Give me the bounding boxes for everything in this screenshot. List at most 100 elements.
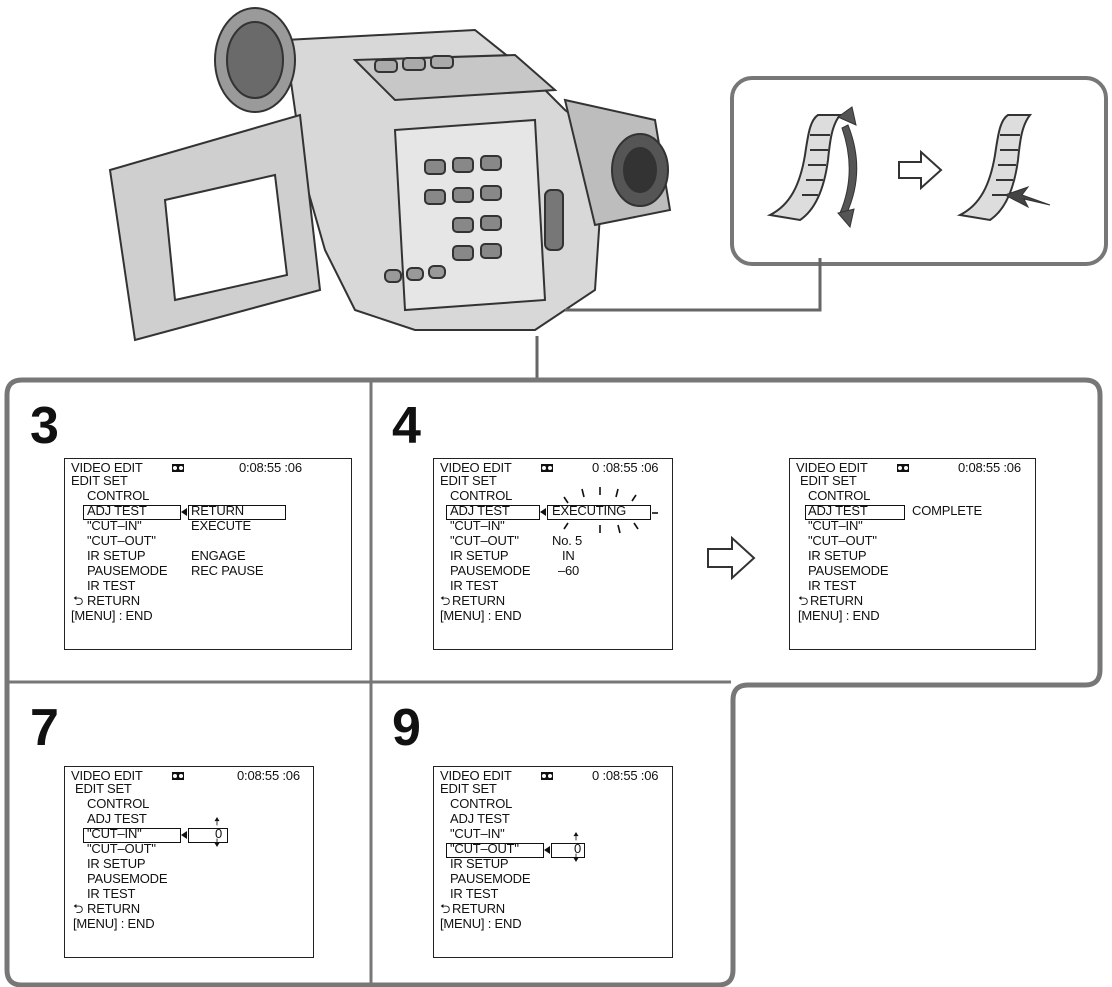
menu-selection (446, 505, 540, 520)
menu-selection (446, 843, 544, 858)
submenu-item: IN (562, 548, 575, 563)
menu-item: IR TEST (87, 578, 136, 593)
menu-item: "CUT–IN" (87, 518, 142, 533)
menu-item: PAUSEMODE (450, 563, 531, 578)
menu-item: "CUT–OUT" (808, 533, 877, 548)
menu-item: "CUT–OUT" (87, 841, 156, 856)
header-timecode: 0:08:55 :06 (239, 460, 302, 475)
header-timecode: 0:08:55 :06 (958, 460, 1021, 475)
menu-footer: [MENU] : END (798, 608, 880, 623)
submenu-item: EXECUTE (191, 518, 252, 533)
submenu-item: No. 5 (552, 533, 583, 548)
menu-item: RETURN (452, 593, 505, 608)
menu-item: EDIT SET (440, 781, 497, 796)
submenu-item: COMPLETE (912, 503, 982, 518)
pointer-icon (544, 846, 550, 854)
menu-screen-step9: VIDEO EDIT 0 :08:55 :06 EDIT SET CONTROL… (433, 766, 673, 958)
header-timecode: 0 :08:55 :06 (592, 460, 659, 475)
menu-item: IR SETUP (450, 856, 509, 871)
menu-item: IR TEST (808, 578, 857, 593)
menu-item: "CUT–IN" (450, 826, 505, 841)
menu-item: RETURN (87, 901, 140, 916)
menu-item: "CUT–OUT" (450, 841, 519, 856)
tape-icon (172, 464, 184, 472)
menu-item: RETURN (87, 593, 140, 608)
header-title: VIDEO EDIT (71, 768, 143, 783)
menu-item: ADJ TEST (808, 503, 868, 518)
header-title: VIDEO EDIT (796, 460, 868, 475)
menu-item: EDIT SET (75, 781, 132, 796)
menu-selection (83, 828, 181, 843)
step-number-9: 9 (392, 699, 421, 757)
submenu-selection (547, 505, 651, 520)
header-timecode: 0:08:55 :06 (237, 768, 300, 783)
menu-item: RETURN (810, 593, 863, 608)
menu-item: PAUSEMODE (87, 871, 168, 886)
menu-selection (83, 505, 181, 520)
return-icon: ⮌ (440, 901, 451, 916)
menu-item: IR SETUP (87, 548, 146, 563)
menu-item: "CUT–OUT" (450, 533, 519, 548)
tape-icon (172, 772, 184, 780)
menu-item: CONTROL (87, 488, 150, 503)
cut-in-value: 0 (215, 826, 223, 841)
submenu-item: RETURN (191, 503, 244, 518)
menu-footer: [MENU] : END (73, 916, 155, 931)
menu-item: "CUT–IN" (808, 518, 863, 533)
header-title: VIDEO EDIT (71, 460, 143, 475)
return-icon: ⮌ (798, 593, 809, 608)
submenu-selection (188, 505, 286, 520)
value-box (551, 843, 585, 858)
menu-item: ADJ TEST (450, 503, 510, 518)
return-icon: ⮌ (73, 901, 84, 916)
menu-item: ADJ TEST (87, 503, 147, 518)
menu-item: CONTROL (87, 796, 150, 811)
up-down-arrows-icon (573, 832, 579, 862)
submenu-item: REC PAUSE (191, 563, 264, 578)
menu-item: PAUSEMODE (808, 563, 889, 578)
step-number-7: 7 (30, 699, 59, 757)
menu-footer: [MENU] : END (440, 608, 522, 623)
menu-item: CONTROL (450, 488, 513, 503)
tape-icon (897, 464, 909, 472)
pointer-icon (181, 831, 187, 839)
menu-item: "CUT–IN" (87, 826, 142, 841)
menu-item: IR SETUP (808, 548, 867, 563)
cut-out-value: 0 (574, 841, 582, 856)
menu-item: RETURN (452, 901, 505, 916)
menu-item: IR TEST (87, 886, 136, 901)
menu-screen-step4-executing: VIDEO EDIT 0 :08:55 :06 EDIT SET CONTROL… (433, 458, 673, 650)
jog-dial-turn-icon (766, 106, 858, 229)
return-icon: ⮌ (73, 593, 84, 608)
menu-item: ADJ TEST (450, 811, 510, 826)
header-timecode: 0 :08:55 :06 (592, 768, 659, 783)
camcorder-illustration (108, 7, 672, 342)
menu-item: IR SETUP (450, 548, 509, 563)
submenu-item: –60 (558, 563, 580, 578)
menu-screen-step4-complete: VIDEO EDIT 0:08:55 :06 EDIT SET CONTROL … (789, 458, 1036, 650)
menu-footer: [MENU] : END (440, 916, 522, 931)
pointer-icon (540, 508, 546, 516)
menu-item: EDIT SET (800, 473, 857, 488)
flashing-indicator-icon (563, 487, 658, 534)
menu-item: PAUSEMODE (87, 563, 168, 578)
menu-item: CONTROL (450, 796, 513, 811)
step-number-3: 3 (30, 397, 59, 455)
step-number-4: 4 (392, 397, 421, 455)
menu-item: EDIT SET (71, 473, 128, 488)
submenu-item: ENGAGE (191, 548, 246, 563)
menu-item: ADJ TEST (87, 811, 147, 826)
header-title: VIDEO EDIT (440, 768, 512, 783)
connector-line (535, 258, 822, 380)
pointer-icon (181, 508, 187, 516)
submenu-item: EXECUTING (552, 503, 627, 518)
tape-icon (541, 464, 553, 472)
menu-item: PAUSEMODE (450, 871, 531, 886)
return-icon: ⮌ (440, 593, 451, 608)
arrow-right-icon (898, 150, 943, 190)
menu-screen-step7: VIDEO EDIT 0:08:55 :06 EDIT SET CONTROL … (64, 766, 314, 958)
up-down-arrows-icon (214, 817, 220, 847)
jog-dial-press-icon (956, 114, 1051, 222)
tape-icon (541, 772, 553, 780)
